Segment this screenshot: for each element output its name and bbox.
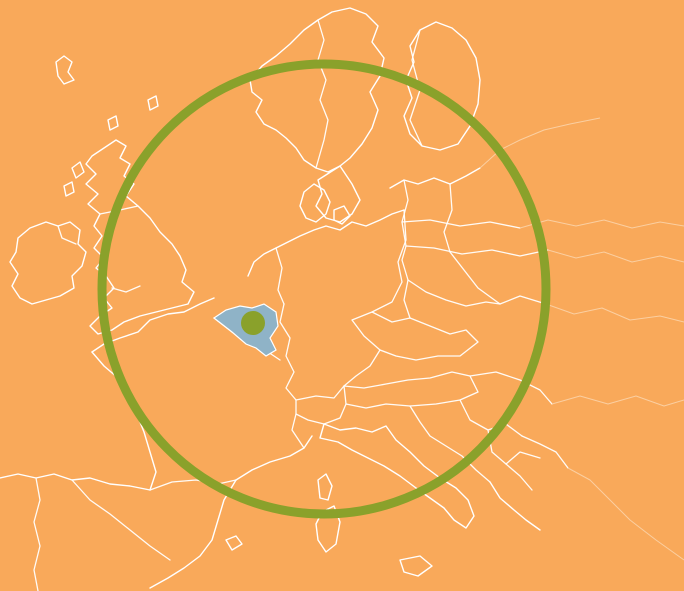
balkans-borders (409, 371, 569, 531)
ireland-outline (9, 221, 87, 305)
iberia-borders (0, 473, 243, 591)
belgium-location-marker[interactable] (241, 311, 265, 335)
faroe-islands-outline (55, 55, 75, 85)
radius-ring (97, 59, 551, 519)
italy-outline (315, 423, 475, 577)
central-eastern-borders (389, 167, 549, 319)
denmark-outline (299, 183, 351, 225)
